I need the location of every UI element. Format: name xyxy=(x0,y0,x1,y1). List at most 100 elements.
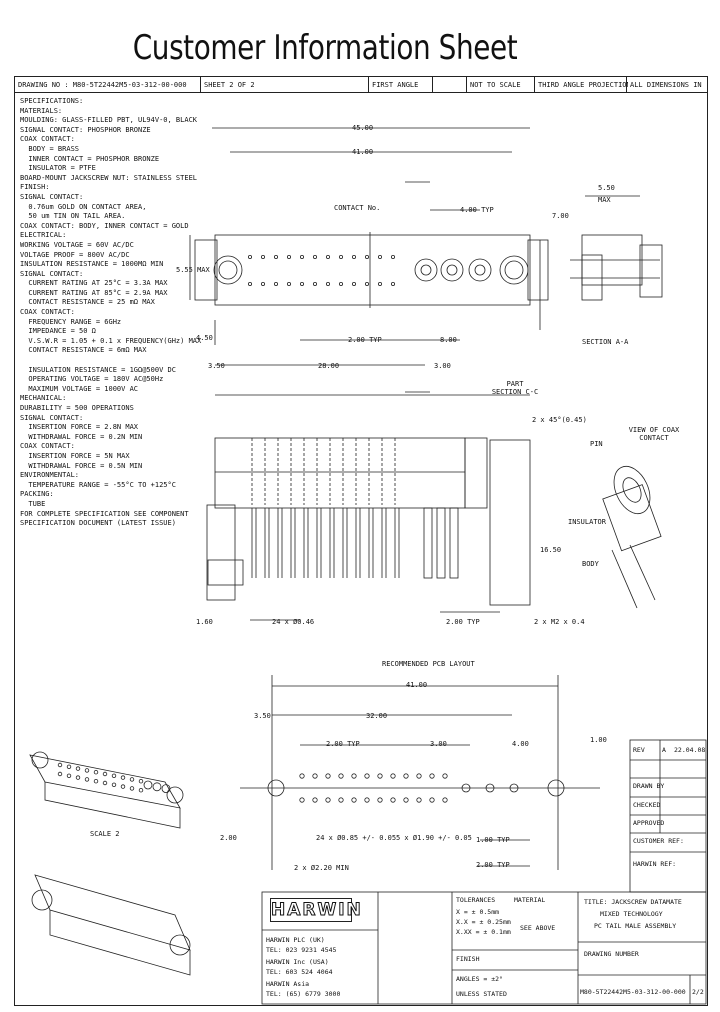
dim-1-60: 1.60 xyxy=(196,618,213,626)
drawing-frame xyxy=(14,76,708,1006)
spec-line: MECHANICAL: xyxy=(20,394,67,403)
tb-tol-2: X.X = ± 0.25mm xyxy=(456,918,511,926)
dim-5-50: 5.50 xyxy=(598,184,615,192)
section-aa-label: SECTION A-A xyxy=(582,338,629,346)
dim-2-typ-pcb: 2.00 TYP xyxy=(326,740,360,748)
tb-rev: REV xyxy=(633,746,645,754)
tb-approved: APPROVED xyxy=(633,819,665,827)
spec-line: IMPEDANCE = 50 Ω xyxy=(20,327,96,336)
holes-big-label: 2 x Ø2.20 MIN xyxy=(294,864,349,872)
spec-line: INSULATION RESISTANCE = 1GΩ@500V DC xyxy=(20,365,176,374)
spec-line: SPECIFICATIONS: xyxy=(20,97,84,105)
tb-date: 22.04.08 xyxy=(674,746,706,754)
dim-4-pcb: 4.00 xyxy=(512,740,529,748)
contact-no-label: CONTACT No. xyxy=(334,204,381,212)
spec-line: COAX CONTACT: xyxy=(20,308,75,317)
tb-harwin-ref: HARWIN REF: xyxy=(633,860,677,868)
holes-small-label: 24 x Ø0.85 +/- 0.05 xyxy=(316,834,397,842)
spec-line: CONTACT RESISTANCE = 6mΩ MAX xyxy=(20,346,147,355)
dim-4-typ: 4.00 TYP xyxy=(460,206,494,214)
body-label: BODY xyxy=(582,560,599,568)
specifications-list: SPECIFICATIONS:MATERIALS:MOULDING: GLASS… xyxy=(20,97,202,529)
part-section-label: PART SECTION C-C xyxy=(491,380,539,396)
tb-title-line-1: TITLE: JACKSCREW DATAMATE xyxy=(584,898,682,906)
tb-unless: UNLESS STATED xyxy=(456,990,507,998)
spec-line: SIGNAL CONTACT: xyxy=(20,269,84,278)
holes-coax-label: 5 x Ø1.90 +/- 0.05 xyxy=(396,834,472,842)
tb-tolerances: TOLERANCES xyxy=(456,896,496,904)
spec-line: FREQUENCY RANGE = 6GHz xyxy=(20,317,122,326)
m2-label: 2 x M2 x 0.4 xyxy=(534,618,585,626)
view-coax-label: VIEW OF COAX CONTACT xyxy=(628,426,680,442)
pcb-layout-title: RECOMMENDED PCB LAYOUT xyxy=(382,660,475,668)
tb-drawn: DRAWN BY xyxy=(633,782,665,790)
spec-line: ELECTRICAL: xyxy=(20,231,67,240)
header-projection: THIRD ANGLE PROJECTION xyxy=(538,81,628,89)
tb-tol-1: X = ± 0.5mm xyxy=(456,908,500,916)
header-units: ALL DIMENSIONS IN mm xyxy=(630,81,705,89)
dim-41: 41.00 xyxy=(352,148,374,156)
spec-line: SIGNAL CONTACT: xyxy=(20,413,84,422)
tb-title-line-3: PC TAIL MALE ASSEMBLY xyxy=(594,922,677,930)
tb-tel-asia: TEL: (65) 6779 3000 xyxy=(266,990,341,998)
dim-41-pcb: 41.00 xyxy=(406,681,428,689)
dim-32: 32.00 xyxy=(366,712,388,720)
spec-line: DURABILITY = 500 OPERATIONS xyxy=(20,404,134,412)
pin-label: PIN xyxy=(590,440,603,448)
dim-2-typ-side: 2.00 TYP xyxy=(446,618,480,626)
header-not-to-scale: NOT TO SCALE xyxy=(470,81,521,89)
dim-3-50: 3.50 xyxy=(208,362,225,370)
tb-checked: CHECKED xyxy=(633,801,661,809)
tb-finish: FINISH xyxy=(456,955,480,963)
dim-28: 28.00 xyxy=(318,362,340,370)
tb-addr-usa: HARWIN Inc (USA) xyxy=(266,958,329,966)
spec-line: INSERTION FORCE = 2.8N MAX xyxy=(20,423,139,432)
tb-part-number: M80-5T22442M5-03-312-00-000 xyxy=(580,988,686,996)
spec-line: MAXIMUM VOLTAGE = 1000V AC xyxy=(20,384,139,393)
tb-customer-ref: CUSTOMER REF: xyxy=(633,837,684,845)
spec-line: COAX CONTACT: xyxy=(20,442,75,451)
tb-addr-uk: HARWIN PLC (UK) xyxy=(266,936,325,944)
spec-line: ENVIRONMENTAL: xyxy=(20,471,80,480)
spec-line: 50 um TIN ON TAIL AREA. xyxy=(20,212,126,221)
dim-7: 7.00 xyxy=(552,212,569,220)
spec-line: MOULDING: GLASS-FILLED PBT, UL94V-0, BLA… xyxy=(20,116,198,125)
dim-3-pcb: 3.00 xyxy=(430,740,447,748)
tb-material: MATERIAL xyxy=(514,896,546,904)
dim-max: MAX xyxy=(598,196,611,204)
tb-see-above: SEE ABOVE xyxy=(520,924,556,932)
dim-1-typ: 1.00 TYP xyxy=(476,836,510,844)
page-title: Customer Information Sheet xyxy=(132,28,518,68)
tb-tol-3: X.XX = ± 0.1mm xyxy=(456,928,511,936)
spec-line: SPECIFICATION DOCUMENT (LATEST ISSUE) xyxy=(20,519,176,528)
spec-line: SIGNAL CONTACT: PHOSPHOR BRONZE xyxy=(20,125,151,134)
dim-5-55: 5.55 MAX xyxy=(176,266,210,274)
dim-45: 45.00 xyxy=(352,124,374,132)
dim-8: 8.00 xyxy=(440,336,457,344)
spec-line: OPERATING VOLTAGE = 180V AC@50Hz xyxy=(20,375,164,384)
spec-line: TEMPERATURE RANGE = -55°C TO +125°C xyxy=(20,480,176,489)
insulator-label: INSULATOR xyxy=(568,518,606,526)
dim-2-typ: 2.00 TYP xyxy=(348,336,382,344)
spec-line: V.S.W.R = 1.05 + 0.1 x FREQUENCY(GHz) MA… xyxy=(20,336,202,345)
spec-line: FOR COMPLETE SPECIFICATION SEE COMPONENT xyxy=(20,509,189,518)
scale-label: SCALE 2 xyxy=(90,830,120,838)
tb-drawing-number-label: DRAWING NUMBER xyxy=(584,950,639,958)
tb-tel-usa: TEL: 603 524 4064 xyxy=(266,968,333,976)
chamfer-label: 2 x 45°(0.45) xyxy=(532,416,587,424)
dim-3-50-pcb: 3.50 xyxy=(254,712,271,720)
spec-line: 0.76um GOLD ON CONTACT AREA, xyxy=(20,202,147,211)
spec-line: PACKING: xyxy=(20,490,54,499)
tb-addr-asia: HARWIN Asia xyxy=(266,980,310,988)
spec-line: FINISH: xyxy=(20,183,50,192)
tb-title-line-2: MIXED TECHNOLOGY xyxy=(600,910,663,918)
dim-3: 3.00 xyxy=(434,362,451,370)
tb-rev-value: A xyxy=(662,746,666,754)
spec-line: INSERTION FORCE = 5N MAX xyxy=(20,451,130,460)
dim-4-50: 4.50 xyxy=(196,334,213,342)
spec-line: COAX CONTACT: xyxy=(20,135,75,144)
dim-2-pcb: 2.00 xyxy=(220,834,237,842)
spec-line: CONTACT RESISTANCE = 25 mΩ MAX xyxy=(20,298,155,307)
